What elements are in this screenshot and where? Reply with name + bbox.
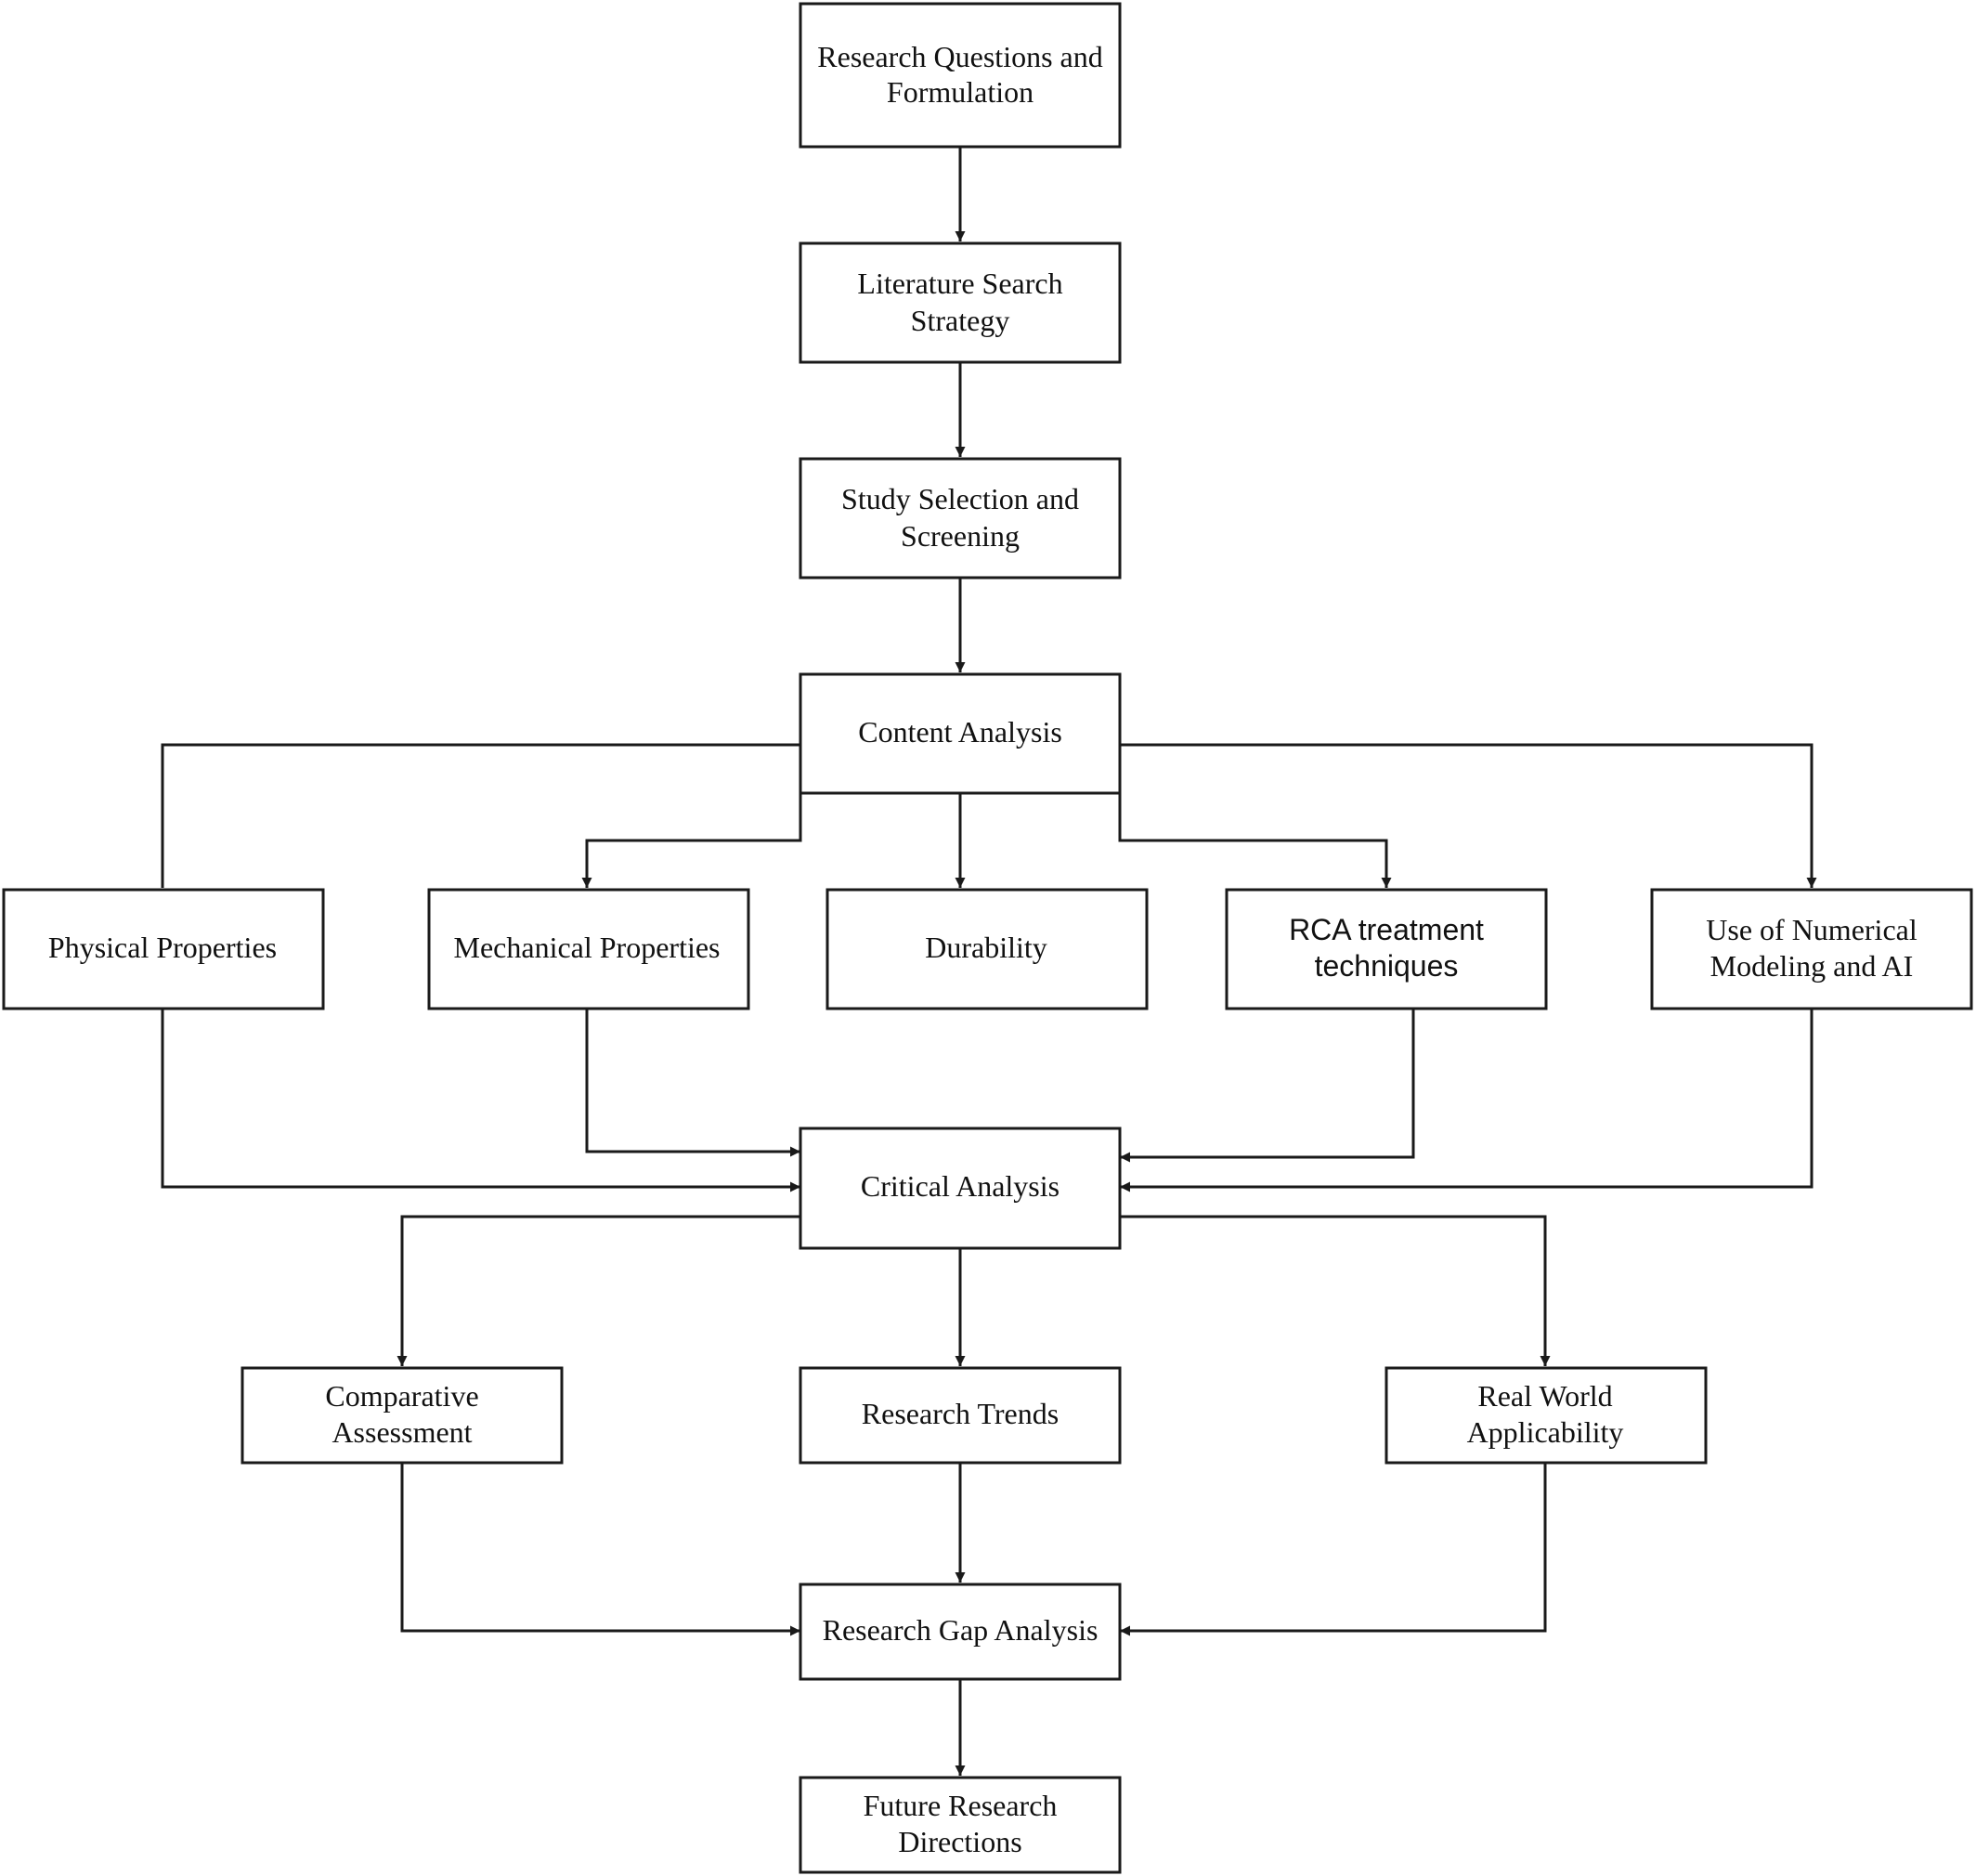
edge-content-rca <box>1118 793 1392 888</box>
node-rca-treatment: RCA treatment techniques <box>1225 888 1548 1010</box>
node-critical-analysis: Critical Analysis <box>799 1127 1122 1250</box>
node-numerical-modeling: Use of Numerical Modeling and AI <box>1650 888 1973 1010</box>
edge-content-num <box>1120 743 1817 888</box>
node-literature-search-line-2: Strategy <box>911 304 1010 337</box>
node-physical-properties: Physical Properties <box>2 888 325 1010</box>
node-real-world-applicability-line-2: Applicability <box>1467 1415 1624 1449</box>
node-rca-treatment-line-1: RCA treatment <box>1289 913 1484 946</box>
node-research-questions: Research Questions and Formulation <box>799 2 1122 149</box>
node-durability-line-1: Durability <box>925 931 1047 964</box>
edge-rca-crit <box>1120 1009 1415 1163</box>
edge-content-phys <box>161 743 800 888</box>
edge-crit-real <box>1120 1215 1551 1366</box>
node-research-trends-line-1: Research Trends <box>862 1397 1059 1430</box>
node-mechanical-properties-line-1: Mechanical Properties <box>454 931 721 964</box>
node-research-questions-line-1: Research Questions and <box>817 40 1102 73</box>
node-numerical-modeling-line-2: Modeling and AI <box>1710 949 1914 983</box>
node-mechanical-properties: Mechanical Properties <box>427 888 750 1010</box>
node-future-research: Future Research Directions <box>799 1776 1122 1874</box>
node-comparative-assessment: Comparative Assessment <box>240 1366 564 1465</box>
node-content-analysis: Content Analysis <box>799 672 1122 795</box>
node-comparative-assessment-line-1: Comparative <box>325 1379 478 1413</box>
node-durability: Durability <box>826 888 1149 1010</box>
node-literature-search-line-1: Literature Search <box>857 267 1062 300</box>
node-real-world-applicability: Real World Applicability <box>1384 1366 1708 1465</box>
node-critical-analysis-line-1: Critical Analysis <box>861 1169 1060 1203</box>
node-future-research-line-1: Future Research <box>864 1789 1058 1822</box>
node-future-research-line-2: Directions <box>898 1825 1021 1858</box>
node-study-selection: Study Selection and Screening <box>799 457 1122 580</box>
node-rca-treatment-line-2: techniques <box>1315 949 1459 983</box>
node-research-questions-line-2: Formulation <box>887 75 1034 109</box>
edge-comp-gap <box>400 1463 800 1636</box>
node-comparative-assessment-line-2: Assessment <box>332 1415 472 1449</box>
edge-mech-crit <box>585 1009 800 1157</box>
node-research-trends: Research Trends <box>799 1366 1122 1465</box>
edge-phys-crit <box>161 1009 800 1192</box>
node-content-analysis-line-1: Content Analysis <box>858 715 1062 749</box>
node-study-selection-line-1: Study Selection and <box>841 482 1079 515</box>
node-numerical-modeling-line-1: Use of Numerical <box>1706 913 1918 946</box>
node-study-selection-line-2: Screening <box>901 519 1020 553</box>
node-research-gap-analysis-line-1: Research Gap Analysis <box>823 1613 1098 1647</box>
node-real-world-applicability-line-1: Real World <box>1477 1379 1612 1413</box>
node-literature-search: Literature Search Strategy <box>799 241 1122 364</box>
node-physical-properties-line-1: Physical Properties <box>48 931 277 964</box>
connectors <box>161 147 1817 1776</box>
edge-crit-comp <box>396 1215 800 1366</box>
edge-content-mech <box>581 793 802 888</box>
node-research-gap-analysis: Research Gap Analysis <box>799 1583 1122 1681</box>
edge-num-crit <box>1120 1009 1814 1192</box>
edge-real-gap <box>1120 1463 1547 1636</box>
